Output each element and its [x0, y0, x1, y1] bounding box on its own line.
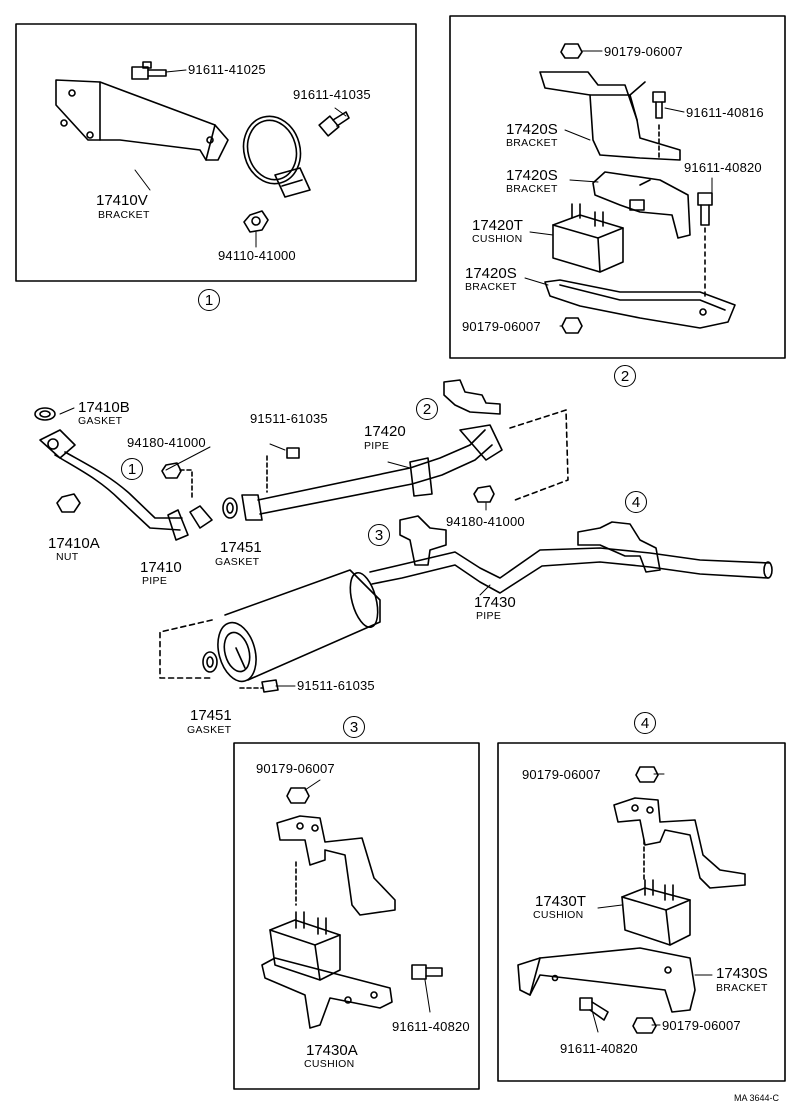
label-90179-06007-top: 90179-06007 [604, 44, 683, 59]
label-90179-06007-top-inset4: 90179-06007 [522, 767, 601, 782]
callout-circle-4-inset: 4 [634, 712, 656, 734]
label-17451-b: 17451 [190, 707, 232, 724]
bracket-upper-inset3-drawing [276, 815, 396, 916]
bracket-17420s-upper-drawing [539, 71, 681, 161]
label-90179-06007-bottom: 90179-06007 [462, 319, 541, 334]
label-17430: 17430 [474, 594, 516, 611]
nut-90179-06007-inset3-drawing [286, 787, 310, 804]
pipe-17410-drawing [39, 429, 213, 541]
callout-circle-3-main: 3 [368, 524, 390, 546]
label-91511-61035-b: 91511-61035 [297, 678, 375, 693]
pipe-17430-drawing [369, 515, 773, 594]
label-94180-41000-a: 94180-41000 [127, 435, 206, 450]
label-17420s-a: 17420S [506, 121, 558, 138]
label-17430a: 17430A [306, 1042, 358, 1059]
bolt-91611-41035-drawing [318, 111, 350, 137]
label-17430t-name: CUSHION [533, 909, 584, 921]
bolt-91511-61035-a-drawing [266, 447, 300, 493]
bracket-17420s-middle-drawing [592, 171, 691, 239]
cushion-17430a-drawing [261, 911, 393, 1029]
label-17420t: 17420T [472, 217, 523, 234]
dashed-muffler-box [159, 619, 213, 679]
label-91611-40816: 91611-40816 [686, 105, 764, 120]
label-17430s: 17430S [716, 965, 768, 982]
dashed-flange-box [509, 409, 569, 501]
callout-circle-2-inset: 2 [614, 365, 636, 387]
nut-90179-06007-bottom-drawing [561, 317, 583, 334]
label-94180-41000-b: 94180-41000 [446, 514, 525, 529]
clamp-drawing [242, 115, 311, 198]
bracket-upper-inset4-drawing [613, 797, 746, 889]
label-91611-40820-inset2: 91611-40820 [684, 160, 762, 175]
label-91611-40820-inset4: 91611-40820 [560, 1041, 638, 1056]
label-91611-41035: 91611-41035 [293, 87, 371, 102]
label-17410-name: PIPE [142, 575, 168, 587]
callout-circle-1-inset: 1 [198, 289, 220, 311]
muffler-drawing [217, 569, 381, 683]
nut-90179-06007-top-drawing [560, 43, 583, 59]
inset-2-frame [449, 15, 786, 359]
label-17420-name: PIPE [364, 440, 390, 452]
pipe-17420-drawing [241, 379, 503, 521]
leader-lines [59, 50, 713, 1033]
nut-94180-41000-a-drawing [161, 462, 193, 499]
bolt-91611-40816-drawing [652, 91, 666, 161]
label-17430-name: PIPE [476, 610, 502, 622]
callout-circle-1-main: 1 [121, 458, 143, 480]
label-17430s-name: BRACKET [716, 982, 768, 994]
bolt-91511-61035-b-drawing [239, 679, 279, 693]
label-90179-06007-bottom-inset4: 90179-06007 [662, 1018, 741, 1033]
label-17430a-name: CUSHION [304, 1058, 355, 1070]
bolt-91611-40820-inset4-drawing [579, 997, 609, 1021]
callout-circle-3-inset: 3 [343, 716, 365, 738]
label-17410a: 17410A [48, 535, 100, 552]
bracket-17430s-drawing [517, 947, 696, 1013]
nut-94180-41000-b-drawing [473, 485, 495, 503]
label-17420: 17420 [364, 423, 406, 440]
gasket-17451-b-drawing [202, 651, 218, 673]
label-17410b-name: GASKET [78, 415, 123, 427]
label-17430t: 17430T [535, 893, 586, 910]
nut-17410a-drawing [56, 493, 81, 513]
label-17410v-name: BRACKET [98, 209, 150, 221]
gasket-17451-drawing [222, 497, 238, 519]
label-17410b: 17410B [78, 399, 130, 416]
bolt-91611-41025-drawing [131, 61, 167, 80]
label-17451-name: GASKET [215, 556, 260, 568]
label-17420s-c: 17420S [465, 265, 517, 282]
label-17410: 17410 [140, 559, 182, 576]
gasket-17410b-drawing [34, 407, 56, 421]
label-17410a-name: NUT [56, 551, 79, 563]
inset-1-frame [15, 23, 417, 282]
inset-3-frame [233, 742, 480, 1090]
label-17451-b-name: GASKET [187, 724, 232, 736]
label-17420s-a-name: BRACKET [506, 137, 558, 149]
label-17420s-c-name: BRACKET [465, 281, 517, 293]
callout-circle-2-main: 2 [416, 398, 438, 420]
label-90179-06007-inset3: 90179-06007 [256, 761, 335, 776]
bolt-91611-40820-inset3-drawing [411, 964, 443, 980]
nut-90179-06007-bottom-inset4-drawing [632, 1017, 657, 1034]
cushion-17430t-drawing [621, 879, 691, 946]
label-17420s-b: 17420S [506, 167, 558, 184]
footer-code: MA 3644-C [734, 1093, 780, 1103]
label-17420s-b-name: BRACKET [506, 183, 558, 195]
nut-90179-06007-top-inset4-drawing [635, 766, 659, 783]
label-94110-41000: 94110-41000 [218, 248, 296, 263]
label-17410v: 17410V [96, 192, 148, 209]
label-91511-61035-a: 91511-61035 [250, 411, 328, 426]
bracket-17410v-drawing [55, 79, 229, 161]
callout-circle-4-main: 4 [625, 491, 647, 513]
label-17451: 17451 [220, 539, 262, 556]
cushion-17420t-drawing [552, 203, 624, 273]
bolt-91611-40820-inset2-drawing [697, 192, 713, 301]
label-91611-41025: 91611-41025 [188, 62, 266, 77]
bracket-17420s-lower-drawing [544, 279, 736, 329]
inset-4-frame [497, 742, 786, 1082]
label-17420t-name: CUSHION [472, 233, 523, 245]
nut-94110-41000-drawing [243, 210, 269, 233]
label-91611-40820-inset3: 91611-40820 [392, 1019, 470, 1034]
